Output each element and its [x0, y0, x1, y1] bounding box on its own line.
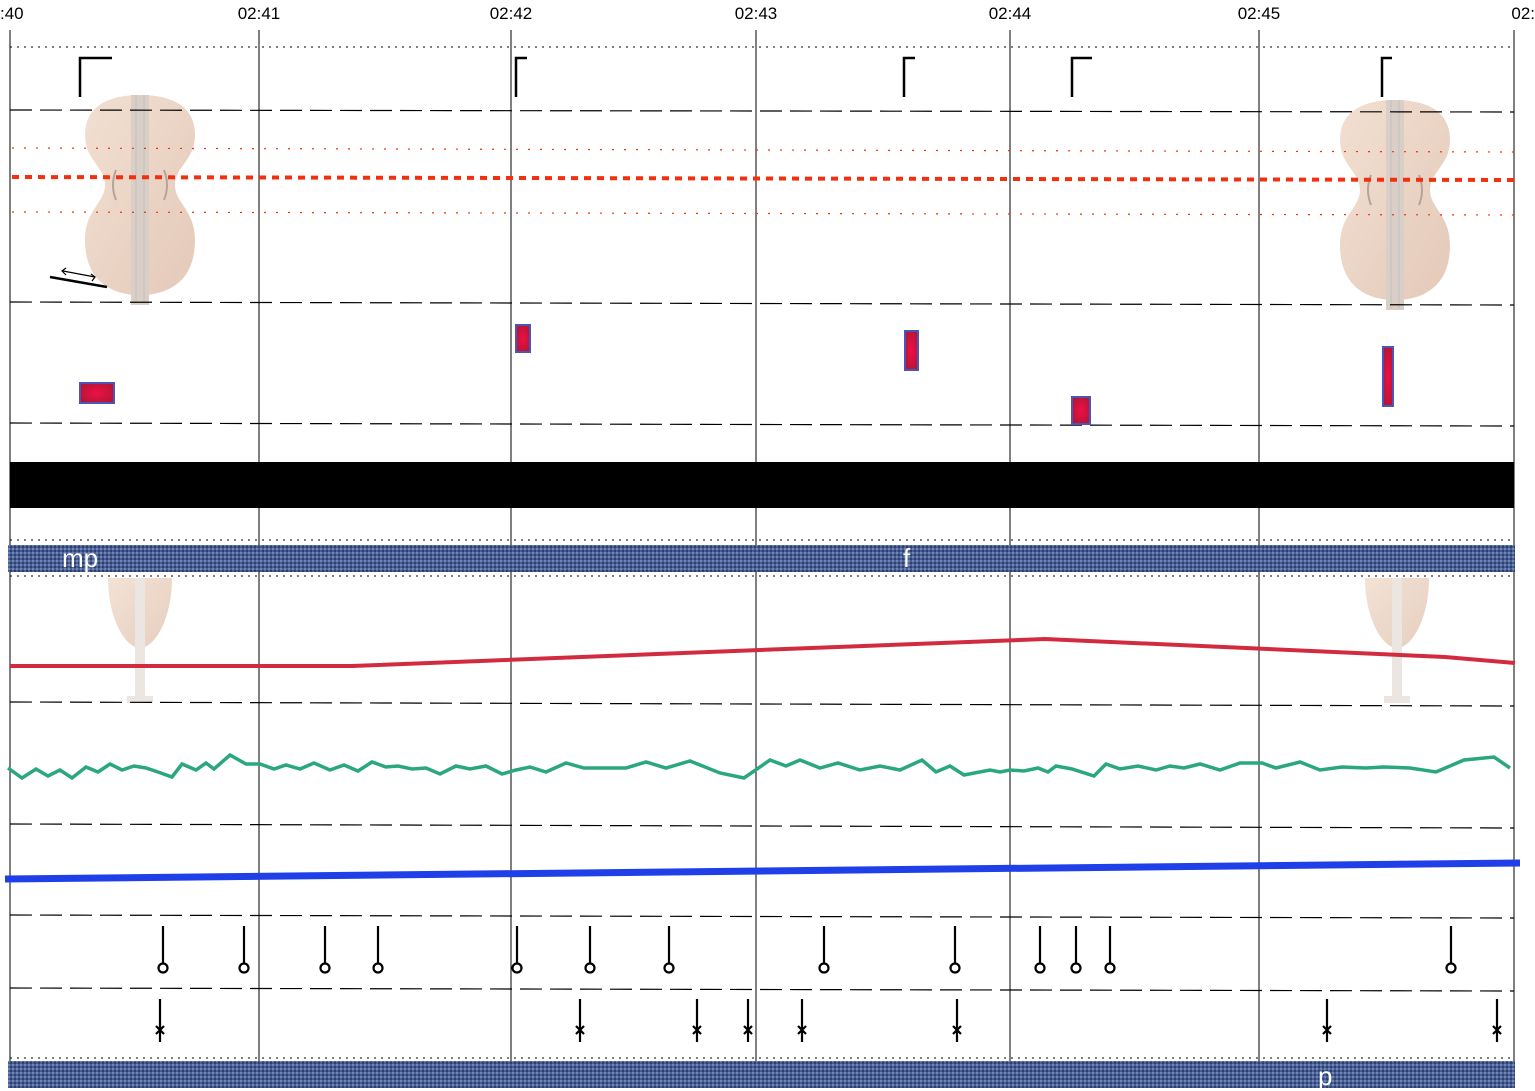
green-contour-line	[6, 752, 1511, 781]
open-stem-note	[949, 926, 961, 974]
staff-lines-lower	[9, 701, 1515, 992]
open-stem-note	[1104, 926, 1116, 974]
cross-stem-note	[797, 999, 807, 1042]
time-label: :40	[0, 4, 24, 23]
staff-lines-upper	[9, 46, 1515, 427]
open-stem-note	[1034, 926, 1046, 974]
time-label: 02:41	[238, 4, 281, 23]
timeline-labels: :40 02:41 02:42 02:43 02:44 02:45 02:	[0, 4, 1535, 23]
note-block	[1382, 346, 1394, 407]
time-label: 02:45	[1238, 4, 1281, 23]
note-block	[904, 330, 919, 371]
note-blocks	[79, 324, 1394, 425]
cello-icon	[1365, 578, 1429, 703]
open-stem-note	[1070, 926, 1082, 974]
time-label: 02:44	[989, 4, 1032, 23]
cross-stem-note	[952, 999, 962, 1042]
dynamics-band-upper: mp f	[8, 539, 1515, 577]
corner-bracket-icon	[78, 56, 1392, 97]
violin-icon	[85, 95, 195, 305]
open-stem-note	[584, 926, 596, 974]
open-stem-note	[663, 926, 675, 974]
cross-stem-note	[692, 999, 702, 1042]
orange-dotted-lines	[11, 147, 1515, 216]
dynamics-band-lower: p	[8, 1057, 1515, 1091]
cross-note-stems	[155, 999, 1502, 1042]
open-note-stems	[157, 926, 1457, 974]
note-block	[79, 382, 115, 404]
time-label: 02:43	[735, 4, 778, 23]
divider-bar	[10, 462, 1514, 508]
open-stem-note	[1445, 926, 1457, 974]
violin-icon	[1340, 100, 1450, 310]
cross-stem-note	[575, 999, 585, 1042]
note-block	[1071, 396, 1091, 425]
open-stem-note	[511, 926, 523, 974]
cross-stem-note	[1492, 999, 1502, 1042]
note-block	[515, 324, 531, 353]
time-label: 02:	[1511, 4, 1535, 23]
cross-stem-note	[1322, 999, 1332, 1042]
time-label: 02:42	[490, 4, 533, 23]
cello-icon	[108, 578, 172, 703]
open-stem-note	[372, 926, 384, 974]
open-stem-note	[818, 926, 830, 974]
bow-arrow-icon	[49, 267, 108, 289]
dynamic-marking: mp	[62, 543, 98, 573]
cross-stem-note	[743, 999, 753, 1042]
open-stem-note	[319, 926, 331, 974]
open-stem-note	[157, 926, 169, 974]
cross-stem-note	[155, 999, 165, 1042]
red-envelope-line	[10, 636, 1516, 668]
dynamic-marking: p	[1318, 1061, 1332, 1091]
blue-trajectory-line	[4, 859, 1521, 883]
dynamic-marking: f	[903, 543, 911, 573]
open-stem-note	[238, 926, 250, 974]
